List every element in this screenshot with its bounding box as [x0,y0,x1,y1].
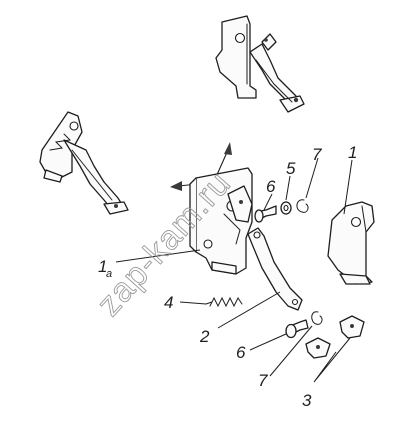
callout-2: 2 [199,327,210,346]
part-3-brackets [305,315,365,359]
callout-1: 1 [348,143,357,162]
part-2-lever [247,227,303,311]
part-5-washer [280,201,292,215]
part-6-pin-bottom [285,319,309,339]
callout-7-bottom: 7 [258,371,268,390]
callout-7-top: 7 [312,145,322,164]
part-6-pin-top [254,205,277,223]
leader-lines [115,157,353,383]
callout-6-bottom: 6 [236,343,246,362]
central-assembly [189,167,253,275]
callout-4: 4 [164,293,173,312]
assembly-left [39,111,129,215]
callout-labels: 1 1 a 2 3 4 5 6 6 7 7 [98,143,357,410]
callout-1a: 1 [98,257,107,276]
callout-1a-subscript: a [106,268,112,280]
part-7-clip-top [296,199,309,213]
part-1-bracket [327,201,375,285]
part-4-spring [205,296,243,308]
callout-3: 3 [302,391,312,410]
callout-5: 5 [286,159,296,178]
callout-6-top: 6 [266,177,276,196]
part-7-clip-bottom [311,311,323,325]
assembly-top-right [215,15,305,113]
